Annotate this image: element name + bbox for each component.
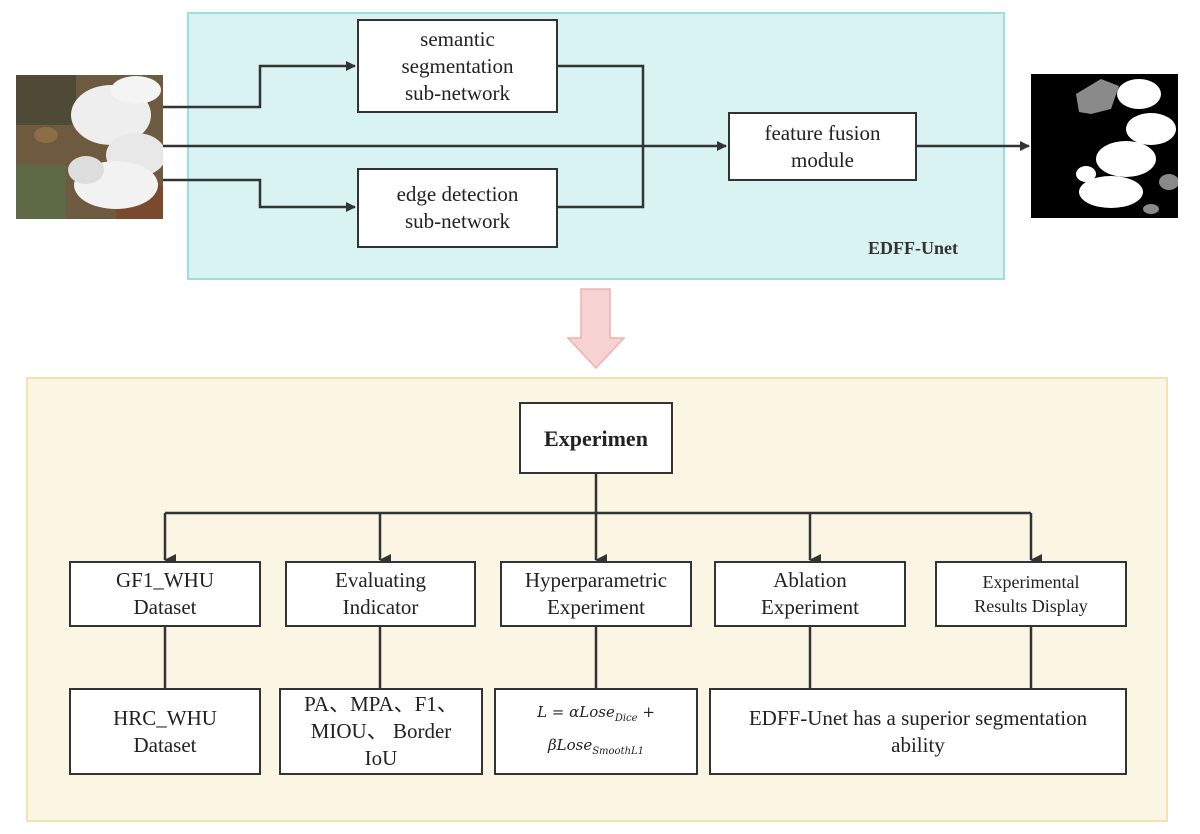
experiment-title-box: Experimen bbox=[519, 402, 673, 474]
input-satellite-image bbox=[16, 75, 163, 219]
down-arrow bbox=[566, 288, 626, 370]
output-mask-image bbox=[1031, 74, 1178, 218]
edff-unet-label: EDFF-Unet bbox=[868, 238, 958, 258]
metrics-box: PA、MPA、F1、 MIOU、 Border IoU bbox=[279, 688, 483, 775]
loss-formula-box: L = αLoseDice + βLoseSmoothL1 bbox=[494, 688, 698, 775]
edge-out bbox=[558, 146, 645, 209]
feature-fusion-box: feature fusion module bbox=[728, 112, 917, 181]
edge-detection-box: edge detection sub-network bbox=[357, 168, 558, 248]
conclusion-box: EDFF-Unet has a superior segmentation ab… bbox=[709, 688, 1127, 775]
arrow-to-edge bbox=[163, 178, 356, 212]
semantic-segmentation-box: semantic segmentation sub-network bbox=[357, 19, 558, 113]
semantic-out bbox=[558, 64, 645, 146]
arrow-to-semantic bbox=[163, 61, 356, 109]
